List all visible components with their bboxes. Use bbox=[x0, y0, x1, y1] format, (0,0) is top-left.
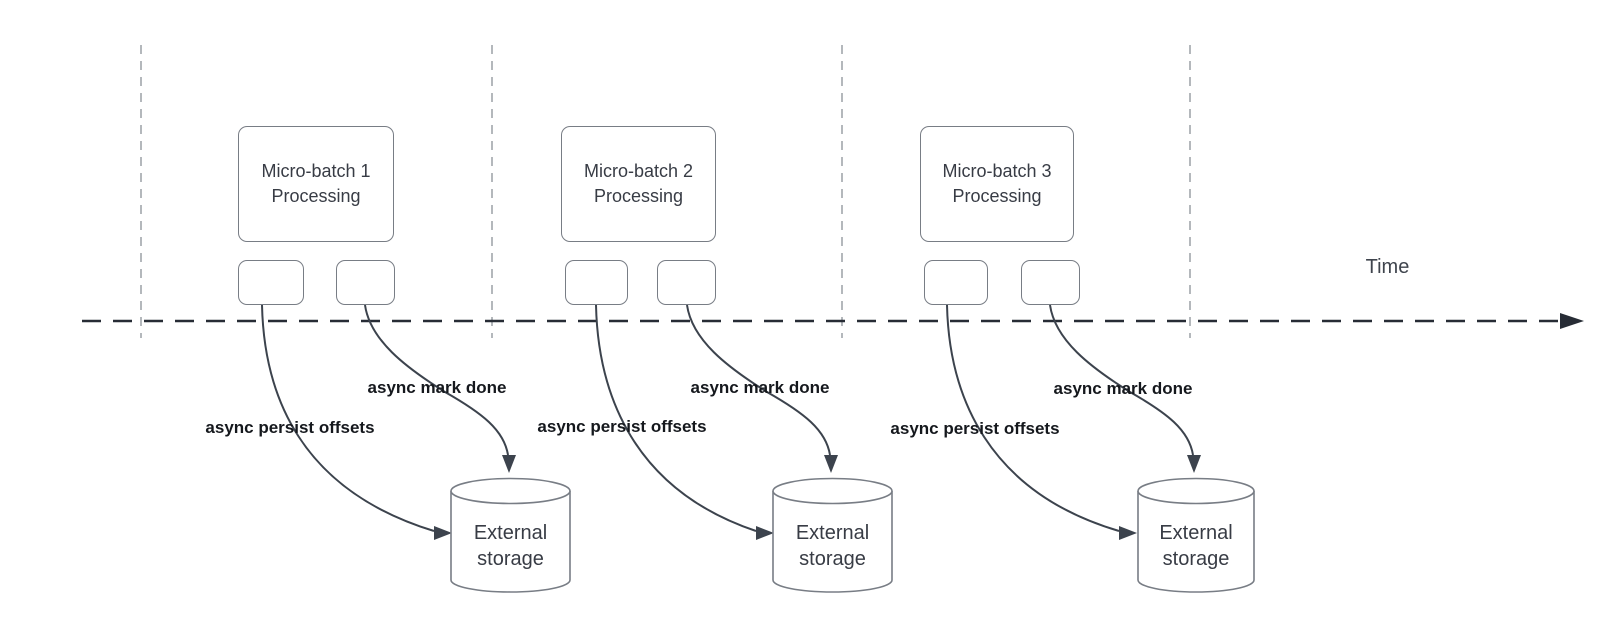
mark-done-task-box-1 bbox=[336, 260, 395, 305]
persist-offsets-arrow-1 bbox=[261, 304, 435, 532]
micro-batch-box-1: Micro-batch 1 Processing bbox=[238, 126, 394, 242]
mark-done-task-box-2 bbox=[657, 260, 716, 305]
persist-offsets-task-box-1 bbox=[238, 260, 304, 305]
mark-done-task-box-3 bbox=[1021, 260, 1080, 305]
persist-offsets-label-1: async persist offsets bbox=[205, 418, 375, 437]
persist-offsets-label-3: async persist offsets bbox=[890, 419, 1060, 438]
time-axis-arrowhead-icon bbox=[1560, 313, 1584, 329]
external-storage-label-1: External storage bbox=[473, 522, 548, 570]
micro-batch-box-1-label: Micro-batch 1 Processing bbox=[261, 161, 371, 206]
persist-offsets-task-box-2 bbox=[565, 260, 628, 305]
external-storage-cylinder-3 bbox=[1137, 477, 1255, 593]
micro-batch-box-3-label: Micro-batch 3 Processing bbox=[942, 161, 1052, 206]
persist-offsets-arrow-3 bbox=[946, 304, 1120, 532]
persist-offsets-label-2: async persist offsets bbox=[537, 417, 707, 436]
time-axis-label: Time bbox=[1365, 256, 1410, 278]
external-storage-label-2: External storage bbox=[795, 522, 870, 570]
external-storage-label-3: External storage bbox=[1159, 522, 1233, 570]
mark-done-arrow-2 bbox=[686, 304, 831, 456]
external-storage-cylinder-2 bbox=[772, 477, 893, 593]
mark-done-arrow-3 bbox=[1049, 304, 1194, 456]
mark-done-arrowhead-1-icon bbox=[502, 455, 516, 473]
persist-offsets-arrowhead-2-icon bbox=[756, 526, 774, 540]
persist-offsets-arrow-2 bbox=[595, 304, 757, 532]
mark-done-label-3: async mark done bbox=[1053, 379, 1193, 398]
mark-done-arrow-1 bbox=[364, 304, 509, 456]
mark-done-label-2: async mark done bbox=[690, 378, 830, 397]
micro-batch-box-3: Micro-batch 3 Processing bbox=[920, 126, 1074, 242]
mark-done-label-1: async mark done bbox=[367, 378, 507, 397]
micro-batch-box-2-label: Micro-batch 2 Processing bbox=[583, 161, 694, 206]
mark-done-arrowhead-3-icon bbox=[1187, 455, 1201, 473]
mark-done-arrowhead-2-icon bbox=[824, 455, 838, 473]
persist-offsets-arrowhead-1-icon bbox=[434, 526, 452, 540]
persist-offsets-arrowhead-3-icon bbox=[1119, 526, 1137, 540]
external-storage-cylinder-1 bbox=[450, 477, 571, 593]
persist-offsets-task-box-3 bbox=[924, 260, 988, 305]
micro-batch-box-2: Micro-batch 2 Processing bbox=[561, 126, 716, 242]
